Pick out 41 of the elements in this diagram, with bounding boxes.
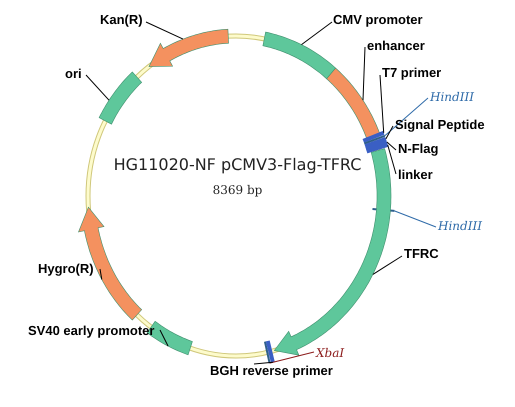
- leader-line: [372, 256, 402, 275]
- leader-line: [387, 144, 396, 174]
- restriction-site-label: HindIII: [430, 90, 474, 104]
- leader-line: [100, 268, 102, 280]
- leader-line: [380, 74, 384, 134]
- site-marker: [364, 134, 386, 145]
- feature-label: Hygro(R): [38, 261, 94, 277]
- restriction-site-label: HindIII: [438, 219, 482, 233]
- leader-line: [385, 126, 394, 140]
- site-marker: [266, 340, 275, 363]
- leader-line: [146, 22, 184, 40]
- site-marker: [264, 341, 271, 364]
- feature-label: enhancer: [367, 38, 425, 54]
- feature-block: [262, 32, 336, 80]
- feature-label: T7 primer: [382, 65, 442, 81]
- plasmid-name: HG11020-NF pCMV3-Flag-TFRC: [112, 155, 362, 174]
- feature-block: [98, 71, 142, 125]
- site-marker: [364, 137, 387, 148]
- feature-label: Signal Peptide: [395, 117, 485, 133]
- feature-label: BGH reverse primer: [210, 363, 333, 379]
- feature-block: [326, 68, 380, 140]
- leader-line: [86, 74, 110, 101]
- site-marker: [362, 130, 384, 143]
- feature-label: CMV promoter: [333, 12, 423, 28]
- feature-block: [148, 28, 229, 67]
- leader-line: [386, 142, 396, 150]
- leader-line: [254, 362, 274, 364]
- site-marker: [365, 140, 388, 151]
- site-marker: [366, 142, 388, 154]
- restriction-site-label: XbaI: [316, 346, 344, 360]
- leader-line: [160, 330, 169, 347]
- plasmid-size: 8369 bp: [212, 183, 264, 197]
- leader-line: [384, 98, 428, 136]
- leader-line: [269, 352, 314, 364]
- leader-line: [301, 22, 332, 46]
- feature-label: Kan(R): [100, 12, 143, 28]
- feature-label: ori: [65, 66, 82, 82]
- feature-label: N-Flag: [398, 141, 438, 157]
- feature-label: TFRC: [404, 246, 439, 262]
- leader-line: [362, 46, 366, 101]
- feature-label: linker: [398, 167, 433, 183]
